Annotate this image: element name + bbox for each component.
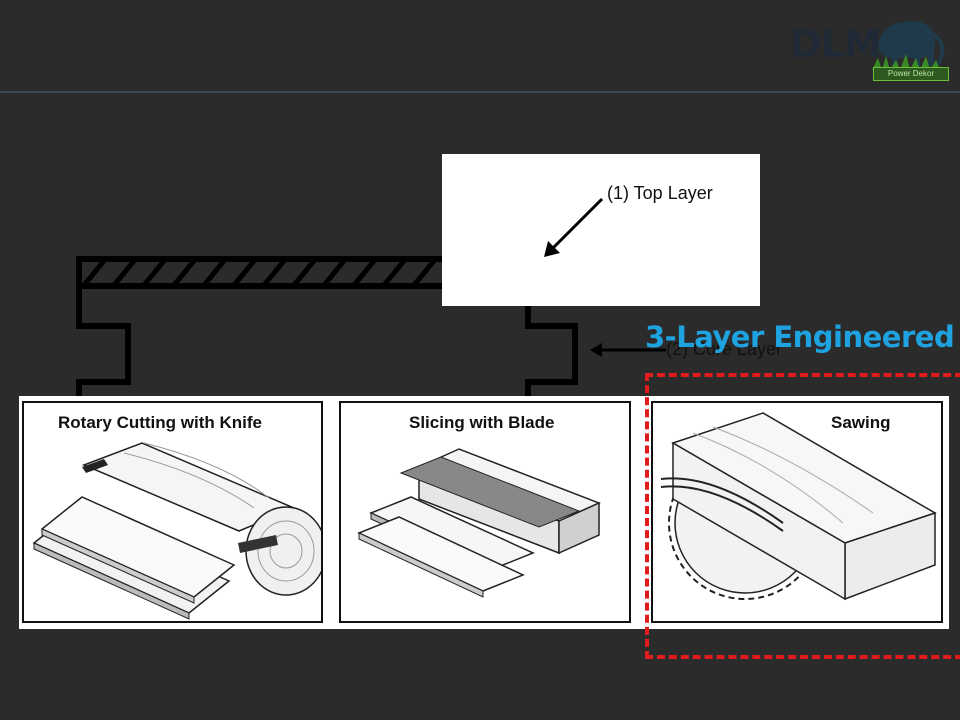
panel-slicing: Slicing with Blade <box>339 401 631 623</box>
slicing-illustration <box>357 448 601 598</box>
core-layer-label: (2) Core Layer <box>666 339 783 359</box>
panel-title: Rotary Cutting with Knife <box>58 413 262 432</box>
core-layer-arrow <box>590 343 666 357</box>
sawing-illustration <box>660 412 937 601</box>
logo-caption: Power Dekor <box>873 67 949 81</box>
slide-title: 3-Layer Engineered <box>645 320 955 354</box>
panel-title: Slicing with Blade <box>409 413 555 432</box>
rotary-cutting-illustration <box>32 442 321 620</box>
panel-sawing: Sawing <box>651 401 943 623</box>
panel-title: Sawing <box>831 413 891 432</box>
sawing-highlight-box <box>645 373 960 659</box>
veneer-methods-strip: Rotary Cutting with Knife Slicing with B… <box>19 396 949 629</box>
logo-text: DLM <box>790 22 882 66</box>
top-layer-label: (1) Top Layer <box>607 183 713 203</box>
panel-rotary-cutting: Rotary Cutting with Knife <box>22 401 323 623</box>
elephant-icon <box>872 20 945 70</box>
top-layer-callout-box <box>442 154 760 306</box>
header-divider <box>0 91 960 93</box>
top-layer-arrow <box>544 197 604 257</box>
